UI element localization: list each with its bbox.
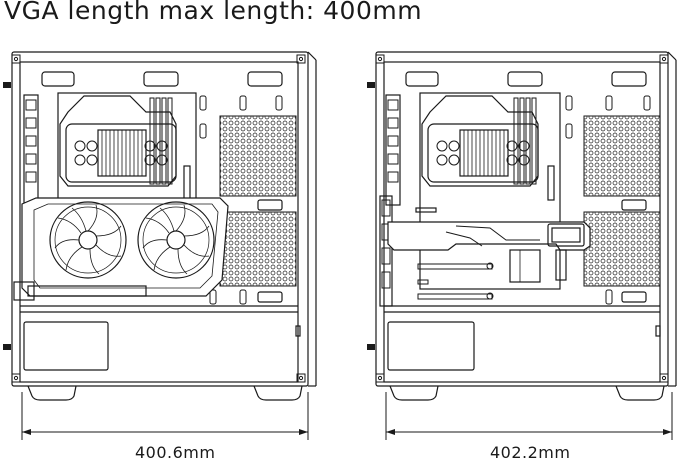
right-riser-cable-down [555, 249, 567, 281]
left-front-panel-edge [307, 51, 317, 61]
left-foot-2 [253, 385, 303, 401]
right-ram-slots [513, 97, 537, 185]
left-gpu-fan-1-inner [54, 206, 122, 274]
left-gpu-shroud-inner [33, 203, 219, 289]
left-chassis-outline [11, 51, 309, 387]
right-top-vent-2 [507, 71, 543, 87]
right-cpu-fins [463, 130, 505, 176]
right-dimension-label: 402.2mm [490, 443, 571, 462]
left-corner-screws [11, 54, 306, 383]
left-gpu-bracket [13, 281, 35, 301]
right-mesh-upper [583, 115, 661, 197]
right-psu-cutout [655, 325, 661, 337]
right-vertical-gpu-mount [387, 221, 591, 251]
left-dimension-label: 400.6mm [135, 443, 216, 462]
right-riser-board [509, 249, 541, 283]
left-psu-cutout [295, 325, 301, 337]
right-foot-2 [615, 385, 665, 401]
left-chassis-inner [19, 61, 299, 383]
left-gpu-fan-2-inner [142, 206, 210, 274]
left-low-vent [257, 291, 283, 303]
right-atx-connector [547, 165, 555, 201]
left-mesh-upper [219, 115, 297, 197]
left-foot-1 [27, 385, 77, 401]
left-gpu-fan-2 [137, 201, 215, 279]
right-riser-cable [455, 225, 540, 241]
left-gpu-fan-2-blades [142, 204, 210, 275]
right-rear-slots [387, 99, 399, 183]
left-top-vent-2 [143, 71, 179, 87]
right-rear-io [385, 94, 401, 206]
left-gpu-fan-1 [49, 201, 127, 279]
right-mesh-lower [583, 211, 661, 287]
right-top-vent-3 [611, 71, 647, 87]
right-dim-arrow-right [663, 429, 672, 435]
left-cable-grommets [199, 95, 283, 305]
right-dim-arrow-left [386, 429, 395, 435]
right-cable-grommets [565, 95, 651, 305]
right-foot-1 [389, 385, 439, 401]
right-chassis-outline [375, 51, 669, 387]
right-pcie-top-slot [415, 207, 437, 213]
right-low-vent [621, 291, 647, 303]
left-dim-arrow-left [22, 429, 31, 435]
left-cpu-fins [101, 130, 143, 176]
right-pcie-brackets [381, 199, 391, 289]
left-cpu-cooler-plate [65, 123, 177, 183]
left-gpu-fan-1-blades [54, 204, 122, 275]
right-front-panel-edge [667, 51, 677, 61]
right-riser-cable-2 [445, 231, 483, 247]
right-gpu-mount-bracket-inner [551, 227, 581, 243]
left-ram-slots [149, 97, 173, 185]
right-top-vent-1 [405, 71, 439, 87]
left-case [3, 51, 317, 401]
left-top-vent-1 [41, 71, 75, 87]
right-corner-screws [375, 54, 669, 383]
left-rear-slots [25, 99, 37, 183]
right-cpu-cooler-plate [427, 123, 539, 183]
left-cpu-bolts [74, 140, 168, 166]
right-mid-vent [621, 199, 647, 211]
left-mesh-lower [219, 211, 297, 287]
left-psu-window [23, 321, 109, 371]
left-dim-arrow-right [299, 429, 308, 435]
right-motherboard [419, 92, 561, 290]
right-pcie-slots [417, 262, 494, 300]
right-psu-window [387, 321, 475, 371]
left-atx-connector [183, 165, 191, 201]
left-io-ports [3, 82, 11, 350]
right-case [367, 51, 677, 401]
right-io-ports [367, 82, 375, 350]
left-mid-vent [257, 199, 283, 211]
right-dimension [385, 392, 673, 440]
diagram-title: VGA length max length: 400mm [4, 0, 423, 25]
left-gpu-backplate [27, 285, 147, 297]
left-top-vent-3 [247, 71, 283, 87]
right-gpu-mount-bracket [547, 223, 585, 247]
left-dimension [21, 392, 309, 440]
left-rear-io [23, 94, 39, 206]
right-cpu-bolts [436, 140, 530, 166]
